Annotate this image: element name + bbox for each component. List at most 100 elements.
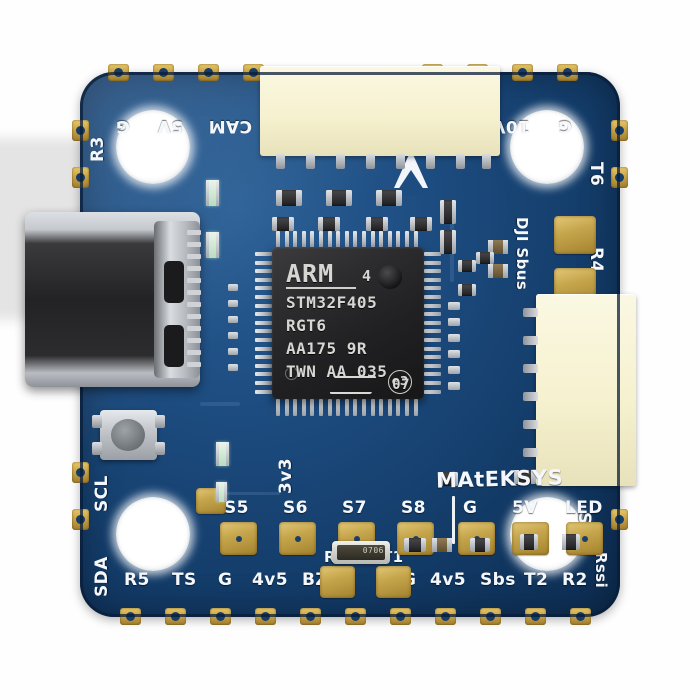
castellated-pad[interactable] bbox=[243, 64, 264, 81]
mcu-pin1-dot bbox=[378, 265, 402, 289]
castellated-pad[interactable] bbox=[480, 608, 501, 625]
label-top-cam: CAM bbox=[208, 116, 252, 136]
smd-part bbox=[228, 348, 238, 355]
label-top-5v: 5V bbox=[157, 116, 183, 136]
label-left-r3: R3 bbox=[88, 136, 108, 162]
castellated-pad[interactable] bbox=[255, 608, 276, 625]
jst-connector-right[interactable] bbox=[523, 294, 636, 486]
label-bottom-sbs: Sbs bbox=[480, 570, 516, 590]
castellated-pad[interactable] bbox=[120, 608, 141, 625]
castellated-pad[interactable] bbox=[108, 64, 129, 81]
smd-part bbox=[448, 302, 460, 310]
castellated-pad[interactable] bbox=[570, 608, 591, 625]
castellated-pad[interactable] bbox=[557, 64, 578, 81]
mount-hole-bottom-left bbox=[116, 497, 190, 571]
mcu-text-arm: ARM bbox=[286, 259, 335, 288]
castellated-pad[interactable] bbox=[345, 608, 366, 625]
castellated-pad[interactable] bbox=[512, 64, 533, 81]
smd-resistor bbox=[470, 538, 490, 552]
smd-part bbox=[448, 350, 460, 358]
solder-pad-t1[interactable] bbox=[376, 566, 411, 598]
label-pad-s5: S5 bbox=[224, 498, 249, 518]
mount-hole-top-left bbox=[116, 110, 190, 184]
smd-part bbox=[228, 300, 238, 307]
label-pad-led: LED bbox=[565, 498, 603, 518]
smd-resistor bbox=[488, 264, 508, 278]
mount-hole-top-right bbox=[510, 110, 584, 184]
smd-capacitor bbox=[410, 217, 432, 231]
smd-resistor bbox=[562, 534, 580, 550]
mcu-text-package: RGT6 bbox=[286, 316, 327, 335]
status-led bbox=[206, 232, 219, 258]
smd-resistor bbox=[520, 534, 538, 550]
castellated-pad[interactable] bbox=[153, 64, 174, 81]
smd-resistor bbox=[376, 190, 402, 206]
mcu-text-lot: AA175 9R bbox=[286, 339, 368, 358]
smd-resistor bbox=[476, 252, 494, 264]
status-led bbox=[206, 180, 219, 206]
castellated-pad[interactable] bbox=[72, 120, 89, 141]
silk-divider bbox=[452, 496, 455, 544]
castellated-pad[interactable] bbox=[611, 167, 628, 188]
smd-capacitor bbox=[318, 217, 340, 231]
mcu-text-corner-code: 07 bbox=[392, 377, 410, 393]
castellated-pad[interactable] bbox=[165, 608, 186, 625]
castellated-pad[interactable] bbox=[525, 608, 546, 625]
smd-resistor bbox=[326, 190, 352, 206]
label-right-dji-sbus: DJI Sbus bbox=[513, 217, 531, 291]
smd-resistor bbox=[514, 470, 536, 484]
solder-pad-r1[interactable] bbox=[320, 566, 355, 598]
brand-silkscreen: MAtEKSYS bbox=[435, 465, 564, 493]
smd-part bbox=[448, 366, 460, 374]
smd-resistor bbox=[488, 240, 508, 254]
castellated-pad[interactable] bbox=[72, 167, 89, 188]
st-logo-icon bbox=[334, 373, 374, 393]
castellated-pad[interactable] bbox=[210, 608, 231, 625]
usb-c-port[interactable] bbox=[25, 212, 201, 387]
eco-mark-icon: e3 bbox=[388, 370, 412, 394]
boot-button[interactable] bbox=[92, 410, 165, 460]
mcu-marker-circle bbox=[285, 367, 298, 380]
mcu-text-arm-suffix: 4 bbox=[362, 267, 372, 285]
castellated-pad[interactable] bbox=[72, 509, 89, 530]
smd-capacitor bbox=[440, 230, 456, 254]
castellated-pad[interactable] bbox=[611, 120, 628, 141]
label-bottom-4v5: 4v5 bbox=[252, 570, 288, 590]
label-3v3: 3v3 bbox=[276, 458, 296, 494]
smd-resistor bbox=[458, 260, 476, 272]
mcu-pins-left bbox=[255, 252, 272, 398]
mcu-pins-bottom bbox=[276, 399, 422, 416]
smd-resistor bbox=[276, 190, 302, 206]
usb-c-slot bbox=[164, 325, 184, 367]
smd-part bbox=[448, 382, 460, 390]
label-left-scl: SCL bbox=[92, 475, 112, 512]
castellated-pad[interactable] bbox=[611, 509, 628, 530]
crystal-marking: 0706 bbox=[362, 546, 384, 555]
solder-pad-5v-right[interactable] bbox=[554, 216, 596, 254]
smd-part bbox=[448, 334, 460, 342]
mcu-pins-right bbox=[424, 252, 441, 398]
smd-part bbox=[448, 318, 460, 326]
solder-pad-s5[interactable] bbox=[220, 522, 257, 555]
castellated-pad[interactable] bbox=[198, 64, 219, 81]
label-pad-s7: S7 bbox=[342, 498, 367, 518]
crystal-oscillator: 0706 bbox=[332, 541, 390, 564]
smd-capacitor bbox=[272, 217, 294, 231]
castellated-pad[interactable] bbox=[72, 462, 89, 483]
label-pad-s8: S8 bbox=[401, 498, 426, 518]
label-right-t6: T6 bbox=[586, 162, 606, 187]
smd-part bbox=[228, 284, 238, 291]
castellated-pad[interactable] bbox=[435, 608, 456, 625]
smd-capacitor bbox=[366, 217, 388, 231]
label-left-sda: SDA bbox=[92, 556, 112, 597]
castellated-pad[interactable] bbox=[300, 608, 321, 625]
solder-pad-s6[interactable] bbox=[279, 522, 316, 555]
mcu-pins-top bbox=[276, 231, 422, 248]
mcu-text-part: STM32F405 bbox=[286, 293, 378, 312]
label-pad-g: G bbox=[463, 498, 478, 518]
label-top-g: G bbox=[557, 116, 572, 136]
jst-connector-top[interactable] bbox=[260, 66, 500, 169]
label-bottom-r5: R5 bbox=[124, 570, 150, 590]
castellated-pad[interactable] bbox=[390, 608, 411, 625]
